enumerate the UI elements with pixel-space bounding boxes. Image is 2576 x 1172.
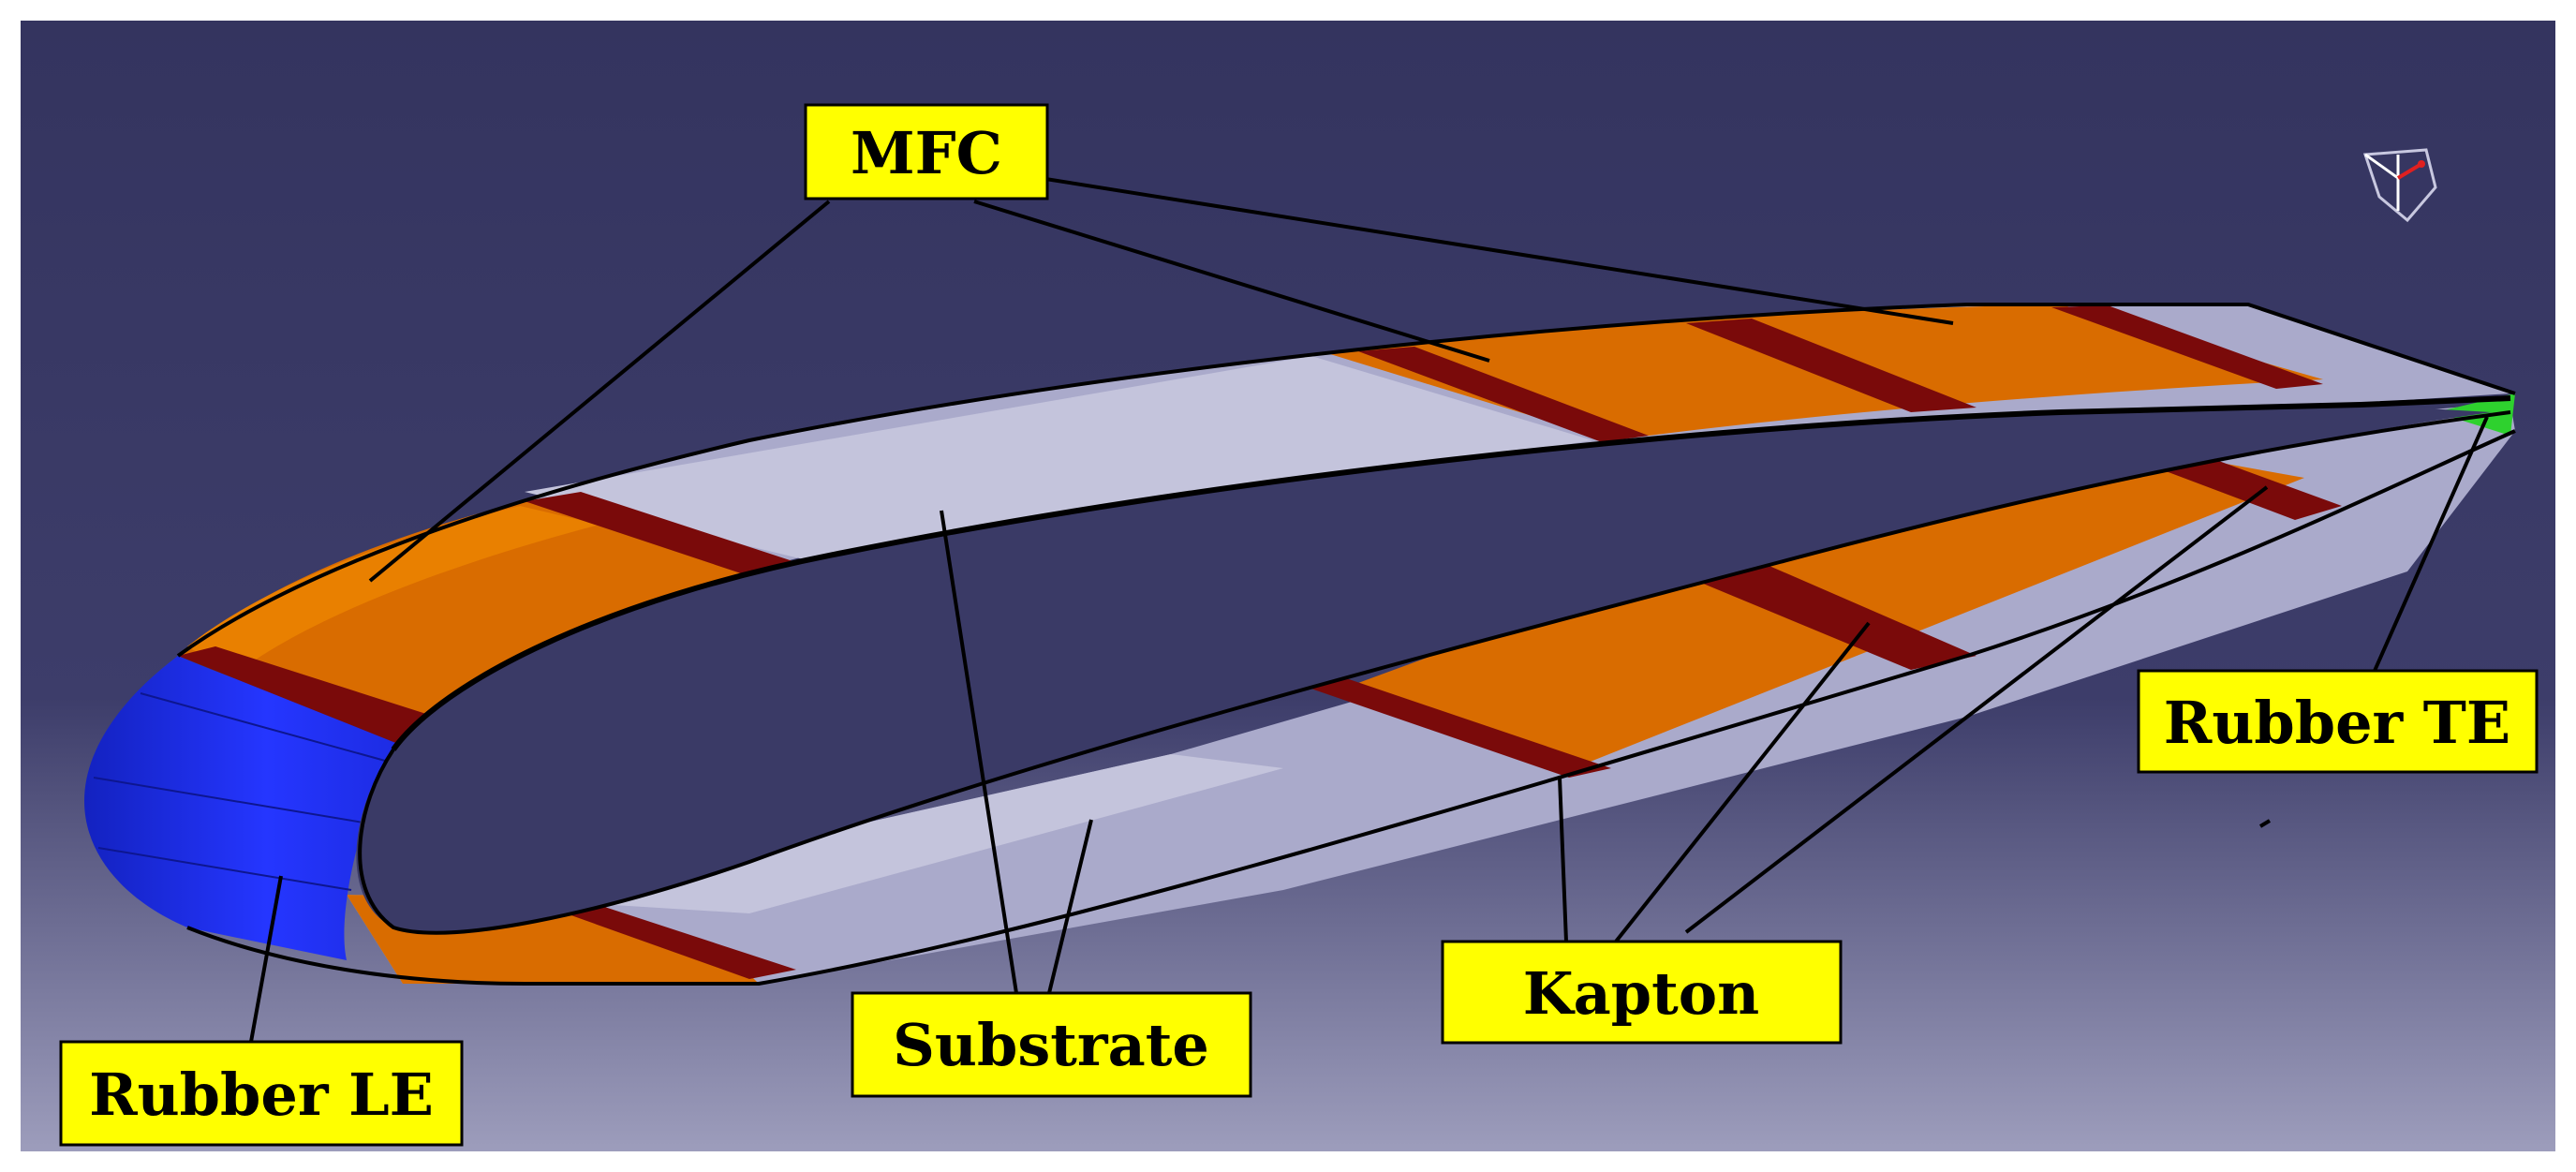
rubber-le-kapton xyxy=(178,646,450,749)
label-rubber-le: Rubber LE xyxy=(89,1061,434,1129)
callout-rubber-te: Rubber TE xyxy=(2137,669,2539,774)
upper-mfc-le-highlight xyxy=(187,506,600,675)
upper-kapton-3 xyxy=(2051,305,2323,389)
upper-kapton-2 xyxy=(1686,319,1976,412)
leader-kapton-3 xyxy=(1684,485,2269,934)
leader-kapton-2 xyxy=(1614,621,1871,943)
leader-mfc-2 xyxy=(973,200,1490,363)
callout-mfc: MFC xyxy=(804,103,1049,200)
leader-kapton-1 xyxy=(1558,777,1568,942)
rubber-le xyxy=(84,646,450,960)
leader-rubber-le xyxy=(249,875,283,1043)
callout-rubber-le: Rubber LE xyxy=(59,1040,464,1147)
small-mark xyxy=(2258,819,2272,828)
lower-kapton-1 xyxy=(1297,679,1611,778)
leader-rubber-te xyxy=(2373,416,2489,672)
leader-lines xyxy=(249,176,2489,1043)
airfoil-inner-cut xyxy=(356,405,2493,933)
upper-substrate-highlight xyxy=(525,356,1592,562)
leader-mfc-1 xyxy=(368,200,831,583)
airfoil-outline-inner xyxy=(391,395,2511,751)
callout-substrate: Substrate xyxy=(851,991,1252,1098)
upper-kapton-1 xyxy=(1358,347,1649,442)
airfoil-outline-upper xyxy=(176,303,2516,658)
rubber-le-body xyxy=(84,656,450,960)
upper-kapton-le xyxy=(525,492,824,586)
lower-kapton-2 xyxy=(1663,548,1976,670)
rubber-le-line-1 xyxy=(140,692,413,769)
label-mfc: MFC xyxy=(851,119,1002,187)
leader-substrate-1 xyxy=(940,510,1018,994)
label-kapton: Kapton xyxy=(1523,959,1759,1028)
callout-kapton: Kapton xyxy=(1441,940,1843,1045)
upper-mfc-le xyxy=(178,501,815,740)
rubber-le-line-2 xyxy=(93,777,376,825)
compass-axes-icon xyxy=(2362,148,2437,223)
label-rubber-te: Rubber TE xyxy=(2164,689,2510,757)
leader-mfc-3 xyxy=(1039,176,1954,325)
leader-substrate-2 xyxy=(1047,819,1093,994)
airfoil-outline-inner-lower xyxy=(358,410,2511,935)
airfoil-outline-lower xyxy=(186,429,2516,986)
upper-surface xyxy=(178,304,2510,740)
label-substrate: Substrate xyxy=(893,1011,1209,1079)
rubber-le-line-3 xyxy=(97,847,352,891)
